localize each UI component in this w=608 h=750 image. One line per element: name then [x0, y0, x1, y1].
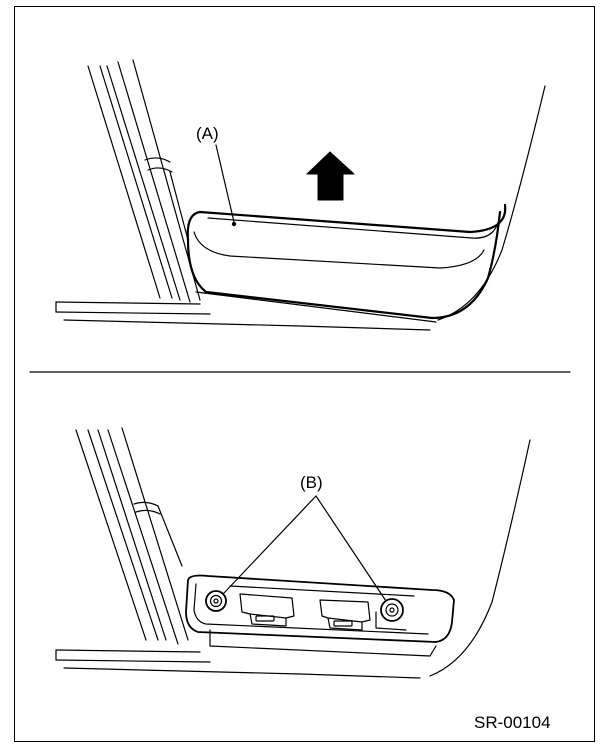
bottom-sill-lines — [55, 649, 421, 679]
armrest-bracket — [185, 574, 455, 657]
top-sill-lines — [55, 301, 431, 331]
bolt-right-icon — [380, 598, 404, 622]
leader-dot-a — [231, 221, 237, 227]
up-arrow-icon — [306, 151, 355, 201]
top-panel — [55, 59, 546, 331]
leader-line-b-right — [315, 495, 387, 602]
figure-frame — [14, 6, 595, 742]
top-pillar-trim — [87, 59, 201, 303]
bottom-pillar-trim — [75, 427, 189, 645]
armrest-cover — [186, 203, 507, 323]
bolt-left-icon — [205, 590, 227, 612]
leader-line-a — [215, 144, 235, 223]
label-b: (B) — [300, 473, 323, 492]
label-a: (A) — [196, 124, 219, 143]
bottom-panel — [55, 427, 531, 679]
figure-code: SR-00104 — [474, 713, 551, 732]
bottom-door-edge — [429, 439, 531, 677]
top-door-edge — [437, 85, 546, 321]
leader-line-b-left — [223, 495, 317, 594]
